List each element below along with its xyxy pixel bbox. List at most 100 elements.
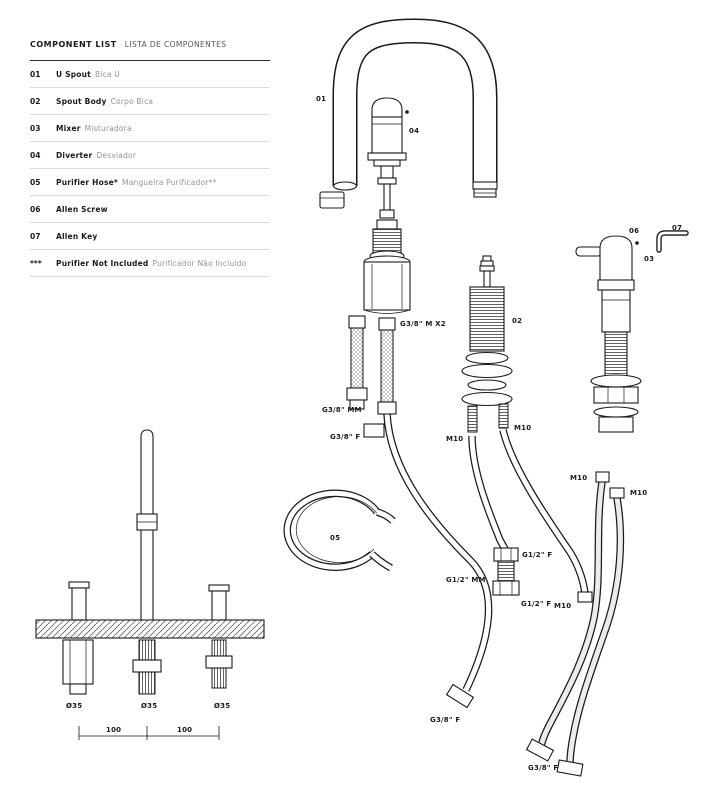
part-label-06: 06 [629, 227, 639, 235]
component-name-pt: Misturadora [84, 124, 132, 133]
component-name-en: Purifier Not Included [56, 259, 149, 268]
washer [461, 391, 513, 407]
component-name-pt: Purificador Não Incluido [152, 259, 247, 268]
cartridge-nut [376, 219, 398, 230]
thread-label-g12-mm: G1/2" MM [446, 576, 486, 584]
mixer-supply-hose-right [556, 497, 625, 777]
m10-fitting-right [609, 487, 625, 499]
component-number: 01 [30, 70, 41, 79]
component-row-03: 03 Mixer Misturadora [30, 115, 270, 142]
component-name-en: Mixer [56, 124, 81, 133]
washer [465, 351, 509, 365]
left-underbody [62, 639, 94, 685]
installation-drawing: Ø35 Ø35 Ø35 100 100 [35, 429, 265, 740]
thread-label-g38-f-lower-right: G3/8" F [528, 764, 558, 772]
thread-label-g12-f-lower: G1/2" F [521, 600, 551, 608]
mounting-nut [593, 386, 639, 404]
component-number: 04 [30, 151, 41, 160]
thread-label-g38-mm: G3/8" MM [322, 406, 362, 414]
hole-diameter-right: Ø35 [214, 702, 230, 710]
hole-diameter-left: Ø35 [66, 702, 82, 710]
spout-body-ribs [469, 286, 505, 352]
component-number: 07 [30, 232, 41, 241]
head-dome [371, 97, 403, 118]
mixer-supply-hose-left [525, 481, 606, 762]
thread-label-m10-mixer-right: M10 [630, 489, 647, 497]
thread-label-m10-body-right: M10 [514, 424, 531, 432]
component-row-02: 02 Spout Body Corpo Bica [30, 88, 270, 115]
head-body [371, 116, 403, 154]
m10-stud-right [498, 403, 509, 429]
component-list: COMPONENT LIST LISTA DE COMPONENTES 01 U… [30, 32, 270, 277]
cartridge-ribs [372, 228, 402, 254]
part-label-04: 04 [409, 127, 419, 135]
component-name-pt: Corpo Bica [110, 97, 154, 106]
thread-label-m10-body-left: M10 [446, 435, 463, 443]
part-label-01: 01 [316, 95, 326, 103]
thread-label-m10-mid: M10 [554, 602, 571, 610]
component-name-en: Allen Key [56, 232, 98, 241]
mixer-assembly [575, 235, 642, 499]
thread-label-m10-mixer-left: M10 [570, 474, 587, 482]
thread-label-g38-m-x2: G3/8" M X2 [400, 320, 446, 328]
spout-body-assembly [461, 255, 513, 433]
right-stem-cap [208, 584, 230, 592]
mixer-lever [575, 246, 603, 257]
thread-label-g38-f-lower-left: G3/8" F [430, 716, 460, 724]
spacing-dimension-right: 100 [177, 726, 192, 734]
component-number: 02 [30, 97, 41, 106]
component-name-en: U Spout [56, 70, 91, 79]
m10-fitting-left [595, 471, 610, 483]
lock-nut [598, 416, 634, 433]
diverter-screw-dot [405, 110, 409, 114]
allen-screw-dot [635, 241, 639, 245]
hose-end-nut [556, 759, 584, 777]
g12-adapter-stack [492, 547, 520, 596]
component-name-en: Spout Body [56, 97, 107, 106]
washer [467, 379, 507, 391]
component-name-pt: Desviador [96, 151, 137, 160]
part-label-03: 03 [644, 255, 654, 263]
component-row-01: 01 U Spout Bica U [30, 61, 270, 88]
purifier-coil [283, 489, 396, 572]
washer [461, 363, 513, 379]
g38-f-nut [363, 423, 385, 438]
g12-f-nut-lower [492, 580, 520, 596]
m10-end-nut [577, 591, 593, 603]
thread-label-g12-f-upper: G1/2" F [522, 551, 552, 559]
purifier-long-hose [383, 413, 493, 709]
spout-body-hose-left [468, 435, 509, 551]
component-row-04: 04 Diverter Desviador [30, 142, 270, 169]
component-row-06: 06 Allen Screw [30, 196, 270, 223]
m10-stud-left [467, 405, 478, 433]
right-stem [211, 590, 227, 621]
component-row-07: 07 Allen Key [30, 223, 270, 250]
component-list-title-pt: LISTA DE COMPONENTES [124, 40, 227, 49]
u-spout [319, 18, 498, 209]
left-stem-cap [68, 581, 90, 589]
aerator [472, 181, 498, 190]
diagram-labels: 01 04 02 06 07 03 05 G3/8" M X2 G3/8" MM… [316, 95, 682, 772]
center-nut [132, 659, 162, 673]
diverter-assembly [363, 97, 411, 314]
part-label-05: 05 [330, 534, 340, 542]
spacing-dimension-left: 100 [106, 726, 121, 734]
allen-key [656, 230, 689, 253]
component-list-header: COMPONENT LIST LISTA DE COMPONENTES [30, 32, 270, 61]
g38-mm-nut [346, 387, 368, 401]
component-row-05: 05 Purifier Hose* Mangueira Purificador*… [30, 169, 270, 196]
component-list-title-en: COMPONENT LIST [30, 40, 117, 49]
g12-mm-adapter [497, 560, 515, 582]
component-number: *** [30, 259, 42, 268]
component-name-en: Diverter [56, 151, 93, 160]
braided-hose-left [346, 315, 385, 438]
spout-collar [319, 191, 345, 209]
component-number: 03 [30, 124, 41, 133]
part-label-07: 07 [672, 224, 682, 232]
component-number: 05 [30, 178, 41, 187]
component-number: 06 [30, 205, 41, 214]
component-name-en: Purifier Hose* [56, 178, 119, 187]
thread-label-g38-f-upper: G3/8" F [330, 433, 360, 441]
braided-hose-right [377, 317, 397, 415]
